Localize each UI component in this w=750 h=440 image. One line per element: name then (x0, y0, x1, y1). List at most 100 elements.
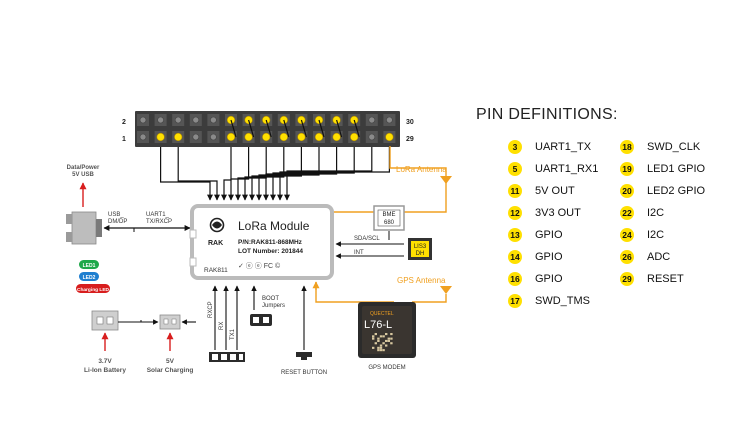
reset-button: RESET BUTTON (281, 285, 327, 376)
status-leds: LED1 LED2 Charging LED (76, 260, 110, 293)
header-wire (284, 147, 373, 201)
solar-pin-1 (163, 318, 169, 325)
gps-antenna-label: GPS Antenna (397, 276, 446, 285)
gps-antenna-wire (412, 294, 447, 303)
lis3dh-inner (411, 241, 429, 257)
lora-module-frame (190, 204, 334, 280)
battery-connector: 3.7V Li-Ion Battery (84, 310, 126, 374)
battery-pin-1 (96, 316, 104, 325)
header-row2-left-label: 2 (122, 119, 126, 126)
pin-function-label: I2C (647, 207, 665, 219)
header-pin (139, 133, 147, 141)
gps-modem-label: GPS MODEM (368, 365, 405, 371)
header-row2-right-label: 30 (406, 119, 414, 126)
pin-function-label: 3V3 OUT (535, 207, 581, 219)
lora-module-notch-2 (189, 257, 197, 267)
qr-cell (377, 346, 380, 349)
pin-function-label: LED2 GPIO (647, 185, 706, 197)
lora-module: RAK LoRa Module P/N:RAK811-868MHz LOT Nu… (189, 204, 334, 280)
boot-jumpers: BOOT Jumpers (250, 285, 285, 326)
qr-cell (377, 339, 380, 342)
pin-number-badge: 16 (508, 272, 522, 286)
gps-modem-face (362, 306, 412, 354)
qr-code-icon (372, 333, 393, 352)
header-wire (221, 147, 232, 201)
pin-definition-row: 12 3V3 OUT (508, 205, 581, 221)
battery-label-2: Li-Ion Battery (84, 367, 126, 374)
gps-brand: QUECTEL (370, 311, 394, 317)
header-pin-active (244, 132, 253, 142)
lis3dh-sensor: LIS3 DH (408, 238, 432, 260)
uart-label-2: TX/RXCP (146, 219, 172, 225)
solar-pin-2 (171, 318, 177, 325)
charging-led-label: Charging LED (77, 287, 110, 293)
header-bridge-wire (318, 119, 325, 138)
rxcp-label: RXCP (208, 301, 214, 318)
solar-label-2: Solar Charging (147, 367, 194, 374)
pin-number-badge: 11 (508, 184, 522, 198)
usb-power-label-1: Data/Power (67, 165, 100, 171)
qr-cell (379, 349, 383, 352)
header-pin-active (332, 132, 341, 142)
qr-cell (387, 339, 390, 342)
gps-model: L76-L (364, 319, 392, 331)
header-bridge-wire (336, 119, 343, 138)
header-pin (386, 116, 393, 124)
qr-cell (390, 337, 393, 340)
bme680-inner (377, 209, 401, 227)
header-pin-active (297, 132, 306, 142)
reset-button-stem (301, 357, 307, 360)
reset-label: RESET BUTTON (281, 370, 327, 376)
usb-power-label-2: 5V USB (72, 172, 94, 178)
gps-modem-wire (315, 282, 394, 303)
pin-number-badge: 12 (508, 206, 522, 220)
header-wire (256, 147, 320, 201)
swd-pin-1 (212, 354, 218, 360)
qr-cell (382, 349, 385, 352)
header-pin (139, 116, 147, 124)
usb-dm-dp-label-1: USB_ (108, 212, 124, 218)
qr-cell (379, 344, 383, 347)
rak-logo-icon (209, 217, 225, 233)
lora-part-number: P/N:RAK811-868MHz (238, 239, 303, 246)
pin-function-label: GPIO (535, 273, 563, 285)
pin-function-label: I2C (647, 229, 665, 241)
lora-antenna-label: LoRa Antenna (396, 165, 447, 174)
rx-label: RX (219, 322, 225, 330)
pin-definition-row: 3 UART1_TX (508, 139, 591, 155)
header-pin (210, 133, 217, 141)
lora-antenna-wire (389, 146, 447, 177)
header-pin (192, 116, 200, 124)
header-pin (368, 116, 376, 124)
qr-cell (377, 337, 380, 340)
tx-label: TX1 (230, 328, 236, 340)
gps-antenna-icon (440, 286, 452, 294)
bme680-line2: 680 (384, 220, 395, 226)
qr-cell (390, 342, 393, 345)
header-pin (210, 116, 217, 124)
battery-pin-2 (106, 316, 114, 325)
boot-pin-1 (253, 317, 259, 323)
pin-function-label: UART1_RX1 (535, 163, 599, 175)
pin-number-badge: 3 (508, 140, 522, 154)
qr-cell (385, 333, 388, 336)
header-bridge-wire (265, 119, 272, 138)
header-wire (270, 147, 355, 201)
header-row1-right-label: 29 (406, 136, 414, 143)
gps-modem: QUECTEL L76-L GPS MODEM (358, 302, 416, 371)
header-pin-grid (137, 114, 396, 143)
pin-number-badge: 18 (620, 140, 634, 154)
pin-function-label: UART1_TX (535, 141, 592, 153)
header-wire (177, 147, 220, 201)
led1-label: LED1 (83, 263, 96, 269)
header-pin-active (385, 132, 394, 142)
lora-cert-marks: ✓ ⓔ ⓔ FC © (238, 262, 281, 270)
led1-indicator (79, 260, 99, 269)
gps-antenna: GPS Antenna (397, 276, 452, 294)
